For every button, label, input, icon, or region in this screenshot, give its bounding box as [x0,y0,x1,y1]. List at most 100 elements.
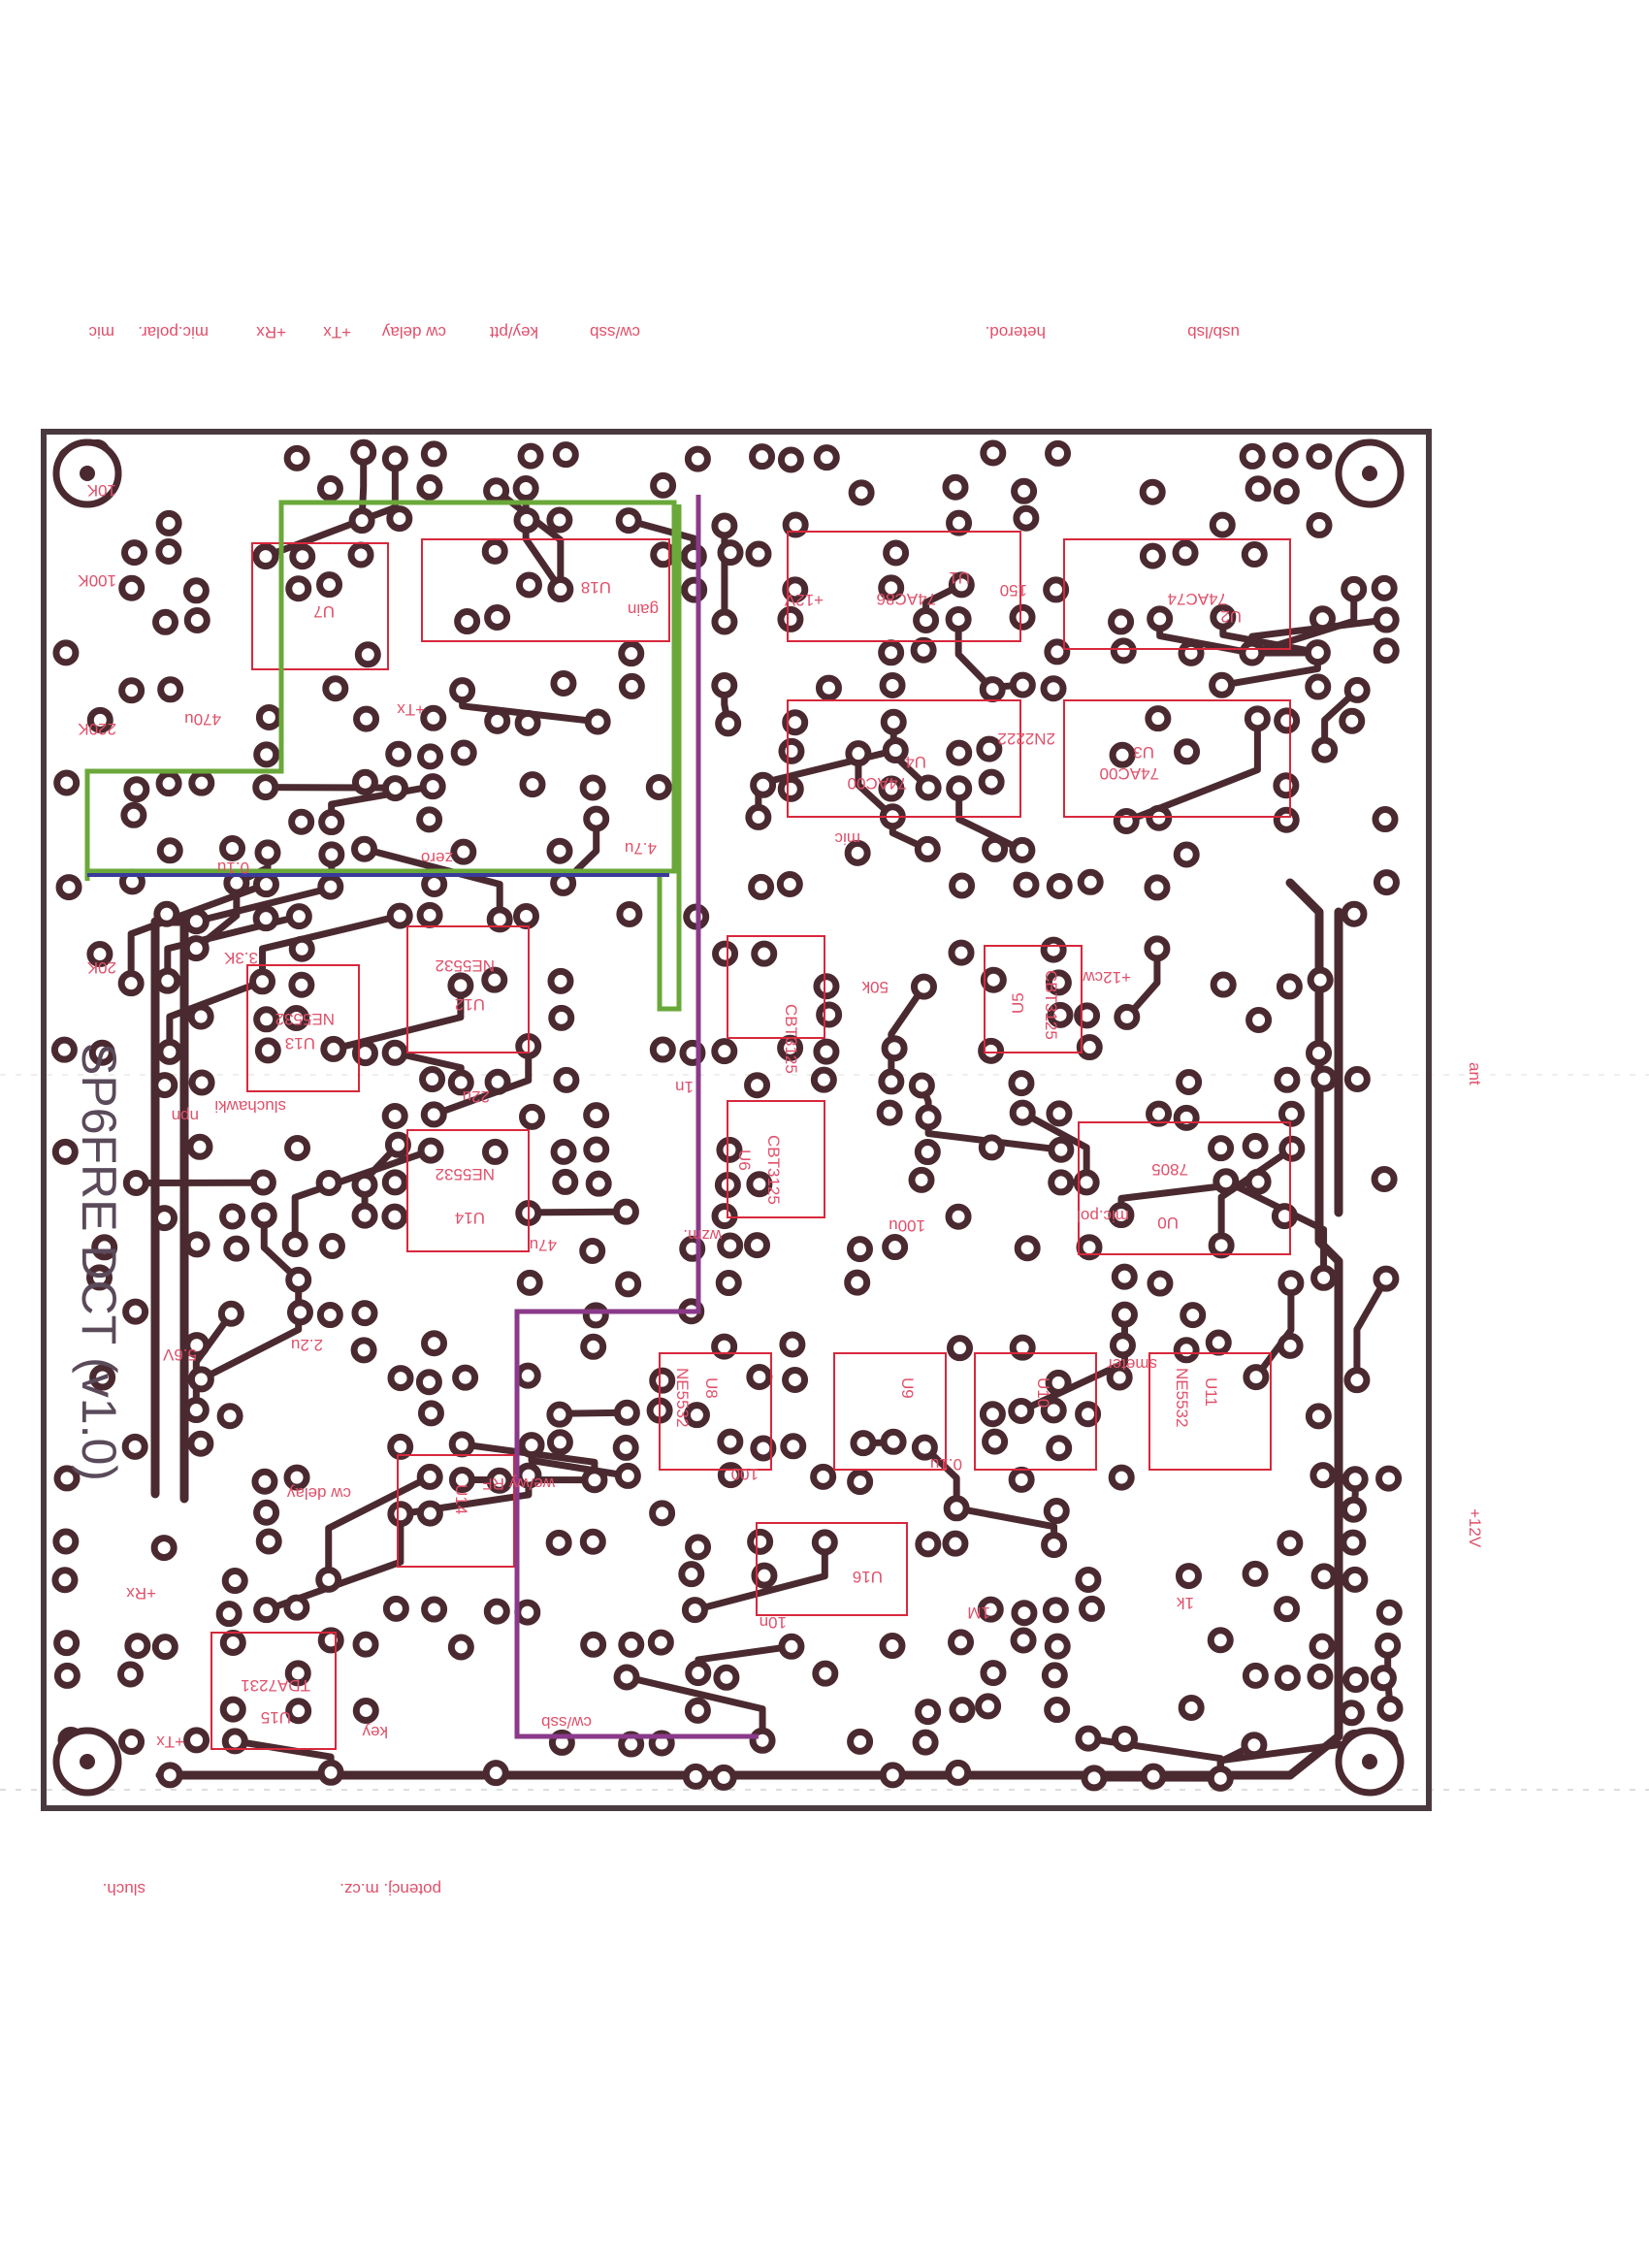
pad [317,873,344,900]
ic-outline [756,1522,908,1616]
board-title: SP6FRE DCT (v1.0) [72,1043,126,1481]
component-value-label: 5.6V [162,1345,197,1364]
pad [1343,676,1371,703]
pad [448,1467,475,1494]
component-value-label: 20K [86,958,116,977]
ic-outline [727,935,825,1039]
pad [1045,1369,1072,1396]
pad [381,445,408,472]
component-ref: U5 [1009,992,1027,1014]
pad [1014,1235,1041,1262]
pad [878,639,905,666]
component-ref: U14 [455,1209,485,1227]
pad [513,506,540,534]
pad [1045,439,1072,467]
connector-label-rx: +Rx [256,323,286,341]
component-value-label: +12V [784,591,824,609]
pad [979,1401,1006,1428]
pad [347,541,374,568]
pad [1241,1732,1268,1759]
pad [386,902,413,929]
component-part: NE5532 [436,1165,495,1183]
pad [519,1103,546,1130]
pad [743,1232,770,1259]
pad [980,1660,1007,1687]
component-value-label: 220K [78,720,116,738]
pad [486,906,513,933]
component-part: 74AC86 [877,590,936,608]
pad [416,1500,443,1527]
pad [121,1433,148,1460]
component-value-label: 100u [889,1216,925,1235]
pad [1307,1663,1334,1690]
pad [1140,1763,1167,1790]
pad [1343,1367,1371,1394]
pad [188,1069,215,1096]
component-value-label: 0.1u [930,1455,962,1474]
component-u10: U10 [974,1352,1097,1471]
pad [352,1631,379,1658]
component-ref: U9 [898,1377,917,1399]
pad [288,935,315,962]
pad [880,708,907,735]
pad [1310,1065,1338,1092]
pad [420,704,447,731]
component-u9: U9 [833,1352,947,1471]
pad [1273,772,1300,799]
connector-label-cw-ssb: cw/ssb [590,323,640,341]
pad [1111,1263,1138,1290]
pad [647,1629,674,1656]
component-ref: U10 [1034,1377,1052,1408]
pad [351,1171,378,1198]
pad [546,1401,573,1428]
pad [351,1202,378,1229]
component-value-label: 1n [675,1078,694,1096]
pad [712,940,739,967]
pad [616,900,643,927]
pad [1144,935,1171,962]
pad [1272,441,1299,469]
pad [1139,542,1166,569]
pad [1311,736,1339,763]
pad [1111,1725,1138,1752]
pad [118,677,146,704]
pad [612,1198,639,1225]
pad [221,1728,248,1755]
pad [187,1366,214,1393]
connector-label-mic: mic [88,323,114,341]
pad [1306,511,1333,538]
pad [1175,1563,1202,1590]
component-value-label: wzm. [683,1226,723,1245]
pad [416,473,443,501]
component-part: NE5532 [673,1368,692,1427]
pad [685,1534,712,1561]
pad [1044,1697,1071,1724]
pad [816,1001,843,1028]
pad [1343,1065,1371,1092]
trace [291,1147,435,1248]
pad [976,735,1003,762]
pad [1212,1168,1240,1195]
pad [285,1266,312,1293]
pad [878,1068,905,1095]
pad [285,575,312,602]
pad [350,1337,377,1364]
pad [949,872,976,899]
trace [695,1642,795,1677]
pad [1075,1566,1102,1593]
pad [1108,1464,1135,1491]
pad [1208,1232,1235,1259]
pad [942,1530,969,1557]
pad [1309,1633,1336,1660]
pad [255,1528,282,1555]
pad [1111,1301,1138,1328]
pad [780,1433,807,1460]
pad [612,1434,639,1461]
pad [878,775,905,802]
pad [1274,1596,1301,1623]
pad [381,775,408,802]
pad [384,1131,411,1158]
pad [1245,1007,1273,1034]
pad [219,1696,246,1723]
pad [1108,1202,1135,1229]
